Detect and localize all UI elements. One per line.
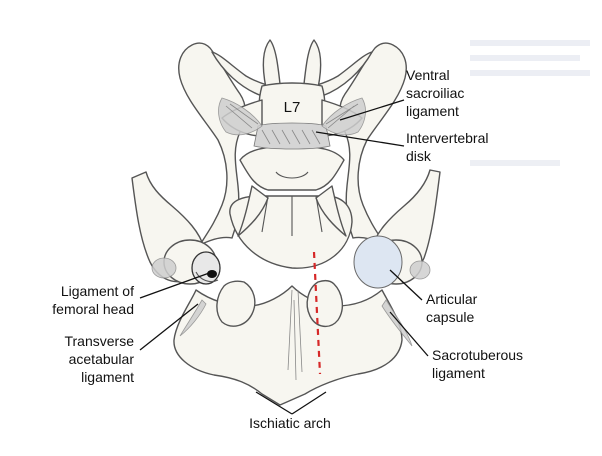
- label-transverse: Transverse: [64, 333, 134, 349]
- label-sacrotuberous: Sacrotuberous: [432, 347, 523, 363]
- ventral-sacroiliac-ligament: [218, 97, 366, 136]
- label-capsule: capsule: [426, 309, 474, 325]
- leader-ischiatic-arch-right: [291, 391, 327, 415]
- femoral-head: [191, 251, 221, 285]
- leader-sacrotuberous: [389, 311, 429, 357]
- leader-ischiatic-arch-left: [255, 391, 293, 415]
- labels: Ventral sacroiliac ligament Intervertebr…: [52, 67, 523, 431]
- background-texture: [470, 40, 590, 166]
- label-intervertebral: Intervertebral: [406, 130, 488, 146]
- right-ilium: [339, 42, 407, 246]
- cut-line: [312, 251, 322, 375]
- leader-ligament-femoral-head: [139, 271, 213, 299]
- sacrotuberous-ligament: [381, 299, 413, 347]
- leader-lines: [139, 99, 429, 415]
- label-articular: Articular: [426, 291, 478, 307]
- leader-intervertebral-disk: [315, 131, 405, 147]
- label-ischiatic-arch: Ischiatic arch: [249, 415, 331, 431]
- label-sacrotuberous-ligament: ligament: [432, 365, 485, 381]
- leader-ventral-sacroiliac: [339, 99, 405, 121]
- vertebra-label: L7: [284, 99, 301, 116]
- leader-transverse-acetabular: [139, 303, 199, 351]
- label-ligament: ligament: [406, 103, 459, 119]
- sacrum: [237, 145, 347, 237]
- label-acetabular: acetabular: [69, 351, 135, 367]
- label-ligament-of: Ligament of: [61, 283, 134, 299]
- intervertebral-disk: [253, 122, 331, 150]
- label-acetabular-ligament: ligament: [81, 369, 134, 385]
- transverse-acetabular-ligament: [179, 299, 207, 337]
- label-femoral-head: femoral head: [52, 301, 134, 317]
- articular-capsule: [353, 235, 403, 289]
- label-disk: disk: [406, 148, 432, 164]
- ischium: [173, 279, 403, 406]
- label-sacroiliac: sacroiliac: [406, 85, 464, 101]
- leader-articular-capsule: [389, 269, 423, 301]
- label-ventral: Ventral: [406, 67, 450, 83]
- left-ilium: [178, 42, 246, 246]
